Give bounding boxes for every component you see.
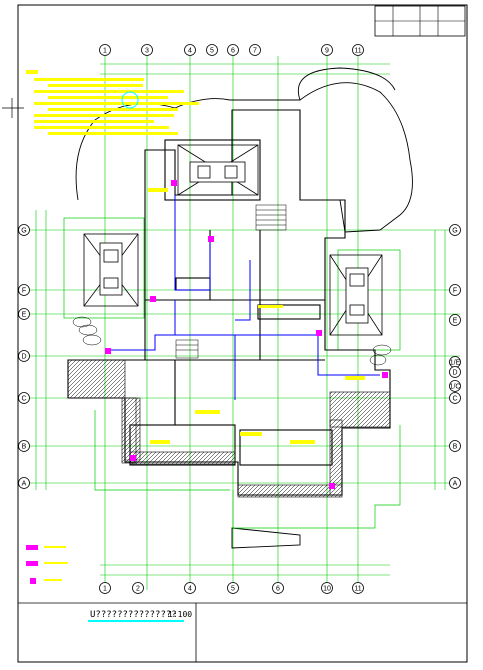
dimension-lines [28,56,460,590]
axis-bubble [206,44,218,56]
title-block [374,5,466,37]
axis-label: F [453,288,457,295]
axis-label: 7 [253,48,257,55]
axis-bubble [321,582,333,594]
axis-label: E [453,318,458,325]
crosshair-mark [2,98,24,118]
fixtures [105,180,388,489]
general-notes [26,70,199,135]
drawing-frame [17,4,468,663]
axis-label: 1 [103,48,107,55]
axis-bubble [449,392,461,404]
stairs [175,204,287,359]
axis-bubble [449,477,461,489]
axis-bubble [18,440,30,452]
axis-bubble [449,380,461,392]
plan-title: U??????????????? [90,610,177,620]
axis-bubble [272,582,284,594]
axis-bubble [141,44,153,56]
axis-label: G [21,228,26,235]
axis-label: 5 [210,48,214,55]
axis-label: A [22,481,27,488]
axis-bubble [449,440,461,452]
axis-bubble [99,44,111,56]
axis-label: 6 [231,48,235,55]
axis-bubble [449,366,461,378]
axis-bubble [132,582,144,594]
axis-bubble [18,284,30,296]
axis-bubble [227,44,239,56]
axis-bubble [321,44,333,56]
pipe-network [110,195,380,400]
garage-top [177,144,259,196]
axis-bubble [249,44,261,56]
axis-bubble [449,314,461,326]
axis-label: C [21,396,26,403]
axis-bubbles-bottom: 1 2 4 5 6 10 11 [99,582,364,594]
annotation-highlights [148,188,365,444]
axis-bubble [184,44,196,56]
axis-label: 11 [354,48,361,55]
axis-label: C [452,396,457,403]
axis-bubbles-top: 1 3 4 5 6 7 9 11 [99,44,364,56]
axis-label: 4 [188,48,192,55]
legend-swatch [30,578,36,584]
axis-label: F [22,288,26,295]
garage-right [329,254,383,336]
axis-bubble [18,308,30,320]
axis-label: 5 [231,586,235,593]
plan-scale: 1:100 [168,610,192,619]
garage-left [83,233,139,307]
axis-bubble [352,582,364,594]
shrubs [72,316,392,366]
axis-label: 2 [136,586,140,593]
axis-label: 6 [276,586,280,593]
axis-label: B [453,444,458,451]
axis-label: 9 [325,48,329,55]
axis-label: 1/C [450,384,461,391]
axis-label: 11 [354,586,361,593]
axis-label: 4 [188,586,192,593]
axis-label: D [452,370,457,377]
axis-label: 3 [145,48,149,55]
axis-label: G [452,228,457,235]
axis-label: D [21,354,26,361]
axis-bubble [449,284,461,296]
axis-label: 1/E [450,360,461,367]
axis-label: 10 [323,586,331,593]
axis-label: A [453,481,458,488]
axis-bubble [352,44,364,56]
hatched-terraces [67,359,391,498]
legend [26,545,68,584]
axis-label: 1 [103,586,107,593]
axis-label: B [22,444,27,451]
axis-bubble [18,350,30,362]
axis-bubble [18,224,30,236]
axis-bubble [18,477,30,489]
axis-bubbles-left: G F E D C B A [18,224,30,489]
axis-bubbles-right: G F E 1/E D 1/C C B A [449,224,461,489]
axis-label: E [22,312,27,319]
bottom-title-strip: U??????????????? 1:100 [18,602,467,662]
legend-swatch [26,561,38,566]
axis-bubble [18,392,30,404]
axis-bubble [449,224,461,236]
legend-swatch [26,545,38,550]
axis-bubble [184,582,196,594]
axis-bubble [99,582,111,594]
axis-bubble [227,582,239,594]
